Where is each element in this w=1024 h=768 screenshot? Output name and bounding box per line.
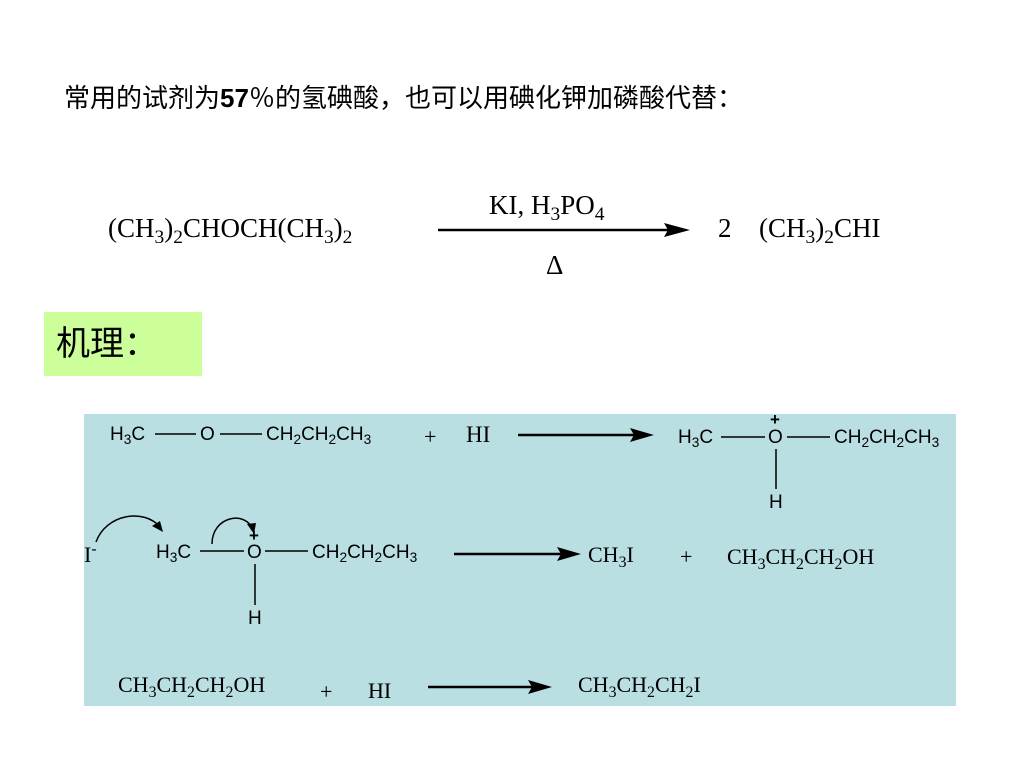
intro-text-after: ％的氢碘酸，也可以用碘化钾加磷酸代替： — [248, 84, 743, 114]
step3-plus: + — [320, 679, 333, 704]
step2-h3c: H3C — [156, 542, 192, 566]
step3-hi: HI — [368, 678, 392, 703]
step1-product-oxygen: O — [768, 427, 783, 448]
main-product: (CH3)2CHI — [759, 213, 881, 248]
main-coefficient: 2 — [718, 213, 732, 243]
step3-reactant: CH3CH2CH2OH — [118, 672, 266, 701]
step1-propyl: CH2CH2CH3 — [266, 424, 372, 448]
step1-oxygen: O — [200, 424, 215, 445]
step2-oxygen: O — [247, 542, 262, 563]
step2-arrow — [454, 547, 581, 561]
main-reagent: KI, H3PO4 — [489, 190, 605, 225]
mechanism-label: 机理： — [44, 312, 202, 376]
step2-iodide: I- — [84, 540, 97, 567]
step2-product1: CH3I — [588, 542, 634, 571]
step1-h3c: H3C — [110, 424, 146, 448]
main-reactant: (CH3)2CHOCH(CH3)2 — [108, 213, 353, 248]
main-reaction-arrow — [438, 223, 690, 237]
step1-product-propyl: CH2CH2CH3 — [834, 427, 940, 451]
mechanism-panel — [84, 414, 956, 706]
step1-product-charge: + — [770, 410, 780, 429]
intro-text-before: 常用的试剂为 — [64, 84, 221, 114]
step1-plus: + — [424, 424, 437, 449]
step2-h: H — [248, 608, 262, 629]
step2-product2: CH3CH2CH2OH — [727, 544, 875, 573]
step2-plus: + — [680, 544, 693, 569]
step1-arrow — [518, 428, 654, 442]
step1-hi: HI — [466, 422, 491, 447]
intro-percent: 57 — [220, 83, 249, 113]
step3-product: CH3CH2CH2I — [578, 672, 701, 701]
step1-product-h3c: H3C — [678, 427, 714, 451]
main-condition-heat: Δ — [546, 250, 564, 280]
step2-propyl: CH2CH2CH3 — [312, 542, 418, 566]
step1-product-h: H — [769, 492, 783, 513]
step2-charge: + — [249, 526, 259, 545]
step3-arrow — [428, 680, 552, 694]
intro-text: 常用的试剂为57％的氢碘酸，也可以用碘化钾加磷酸代替： — [64, 78, 743, 115]
